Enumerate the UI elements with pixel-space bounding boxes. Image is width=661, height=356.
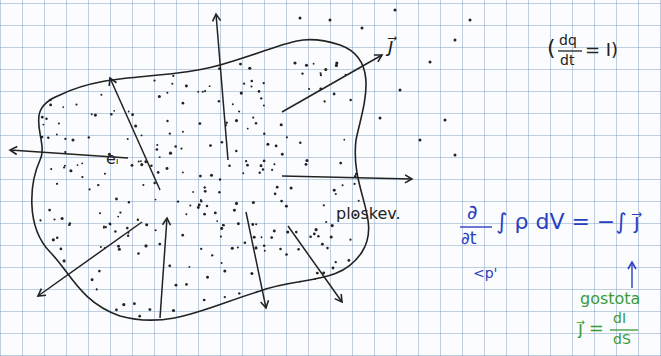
handwritten-label: dq [559, 33, 577, 48]
handwritten-label: ∫ ρ dV = −∫ j⃗ [496, 210, 640, 234]
fraction-bar [558, 50, 582, 51]
handwritten-label: ( [547, 36, 556, 60]
handwritten-label: eᵢ [106, 150, 119, 168]
handwritten-label: j⃗ [388, 34, 394, 56]
handwritten-label: ∂ [467, 201, 477, 223]
fraction-bar [460, 227, 632, 288]
handwritten-label: dI [613, 311, 626, 326]
handwritten-label: j⃗ = [578, 318, 604, 338]
handwritten-label: = I) [585, 40, 618, 60]
handwritten-label: <p' [473, 266, 497, 281]
current-arrows [10, 14, 412, 318]
handwritten-label: dt [560, 53, 574, 68]
handwritten-label: dS [613, 332, 631, 347]
fraction-bar [610, 329, 638, 330]
handwritten-label: gostota [580, 290, 640, 308]
closed-surface [32, 40, 369, 321]
handwritten-label: ∂t [461, 229, 476, 248]
charge-dots [39, 9, 471, 318]
handwritten-label: ploskev. [336, 205, 401, 223]
